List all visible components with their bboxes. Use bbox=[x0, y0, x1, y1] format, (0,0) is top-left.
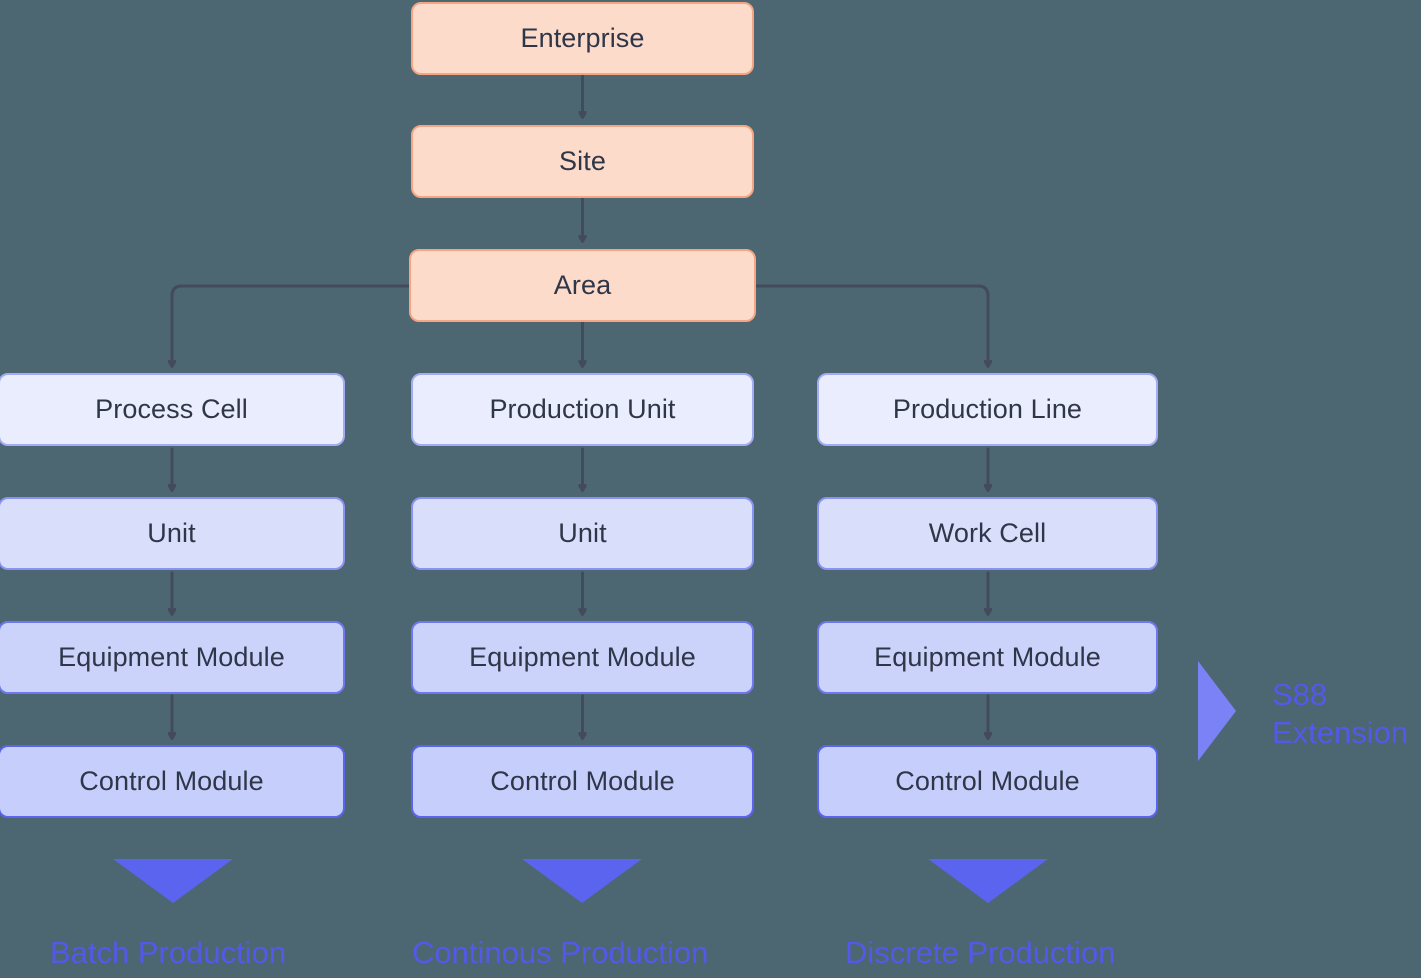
node-unit-continuous-label: Unit bbox=[558, 518, 607, 548]
node-area[interactable]: Area bbox=[409, 249, 756, 322]
node-equipment-module-batch[interactable]: Equipment Module bbox=[0, 621, 345, 694]
s88-extension-label: S88 Extension bbox=[1272, 676, 1408, 752]
node-enterprise-label: Enterprise bbox=[520, 23, 645, 53]
node-process-cell-label: Process Cell bbox=[95, 394, 248, 424]
node-control-module-batch[interactable]: Control Module bbox=[0, 745, 345, 818]
node-equipment-module-batch-label: Equipment Module bbox=[58, 642, 285, 672]
output-arrow-continuous-icon bbox=[522, 859, 642, 903]
output-arrow-batch-icon bbox=[113, 859, 233, 903]
caption-continuous-production: Continous Production bbox=[412, 935, 709, 970]
output-arrow-discrete-icon bbox=[928, 859, 1048, 903]
connector-area-production-line bbox=[754, 284, 988, 366]
node-work-cell-label: Work Cell bbox=[928, 518, 1047, 548]
node-production-line[interactable]: Production Line bbox=[817, 373, 1158, 446]
node-enterprise[interactable]: Enterprise bbox=[411, 2, 754, 75]
node-process-cell[interactable]: Process Cell bbox=[0, 373, 345, 446]
node-production-unit[interactable]: Production Unit bbox=[411, 373, 754, 446]
s88-extension-line1: S88 bbox=[1272, 677, 1328, 712]
connector-area-process-cell bbox=[172, 284, 411, 366]
node-site[interactable]: Site bbox=[411, 125, 754, 198]
s88-extension-arrow-icon bbox=[1198, 661, 1236, 761]
node-work-cell[interactable]: Work Cell bbox=[817, 497, 1158, 570]
node-site-label: Site bbox=[559, 146, 606, 176]
node-production-unit-label: Production Unit bbox=[489, 394, 676, 424]
node-control-module-continuous[interactable]: Control Module bbox=[411, 745, 754, 818]
node-control-module-batch-label: Control Module bbox=[79, 766, 264, 796]
node-equipment-module-continuous[interactable]: Equipment Module bbox=[411, 621, 754, 694]
node-equipment-module-discrete-label: Equipment Module bbox=[874, 642, 1101, 672]
s88-extension-line2: Extension bbox=[1272, 714, 1409, 750]
node-control-module-discrete-label: Control Module bbox=[895, 766, 1080, 796]
node-equipment-module-continuous-label: Equipment Module bbox=[469, 642, 696, 672]
node-unit-batch[interactable]: Unit bbox=[0, 497, 345, 570]
caption-batch-production: Batch Production bbox=[50, 935, 287, 970]
caption-discrete-production: Discrete Production bbox=[845, 935, 1116, 970]
node-production-line-label: Production Line bbox=[892, 394, 1083, 424]
node-control-module-continuous-label: Control Module bbox=[490, 766, 675, 796]
node-unit-continuous[interactable]: Unit bbox=[411, 497, 754, 570]
node-unit-batch-label: Unit bbox=[147, 518, 196, 548]
node-control-module-discrete[interactable]: Control Module bbox=[817, 745, 1158, 818]
node-area-label: Area bbox=[553, 270, 612, 300]
node-equipment-module-discrete[interactable]: Equipment Module bbox=[817, 621, 1158, 694]
